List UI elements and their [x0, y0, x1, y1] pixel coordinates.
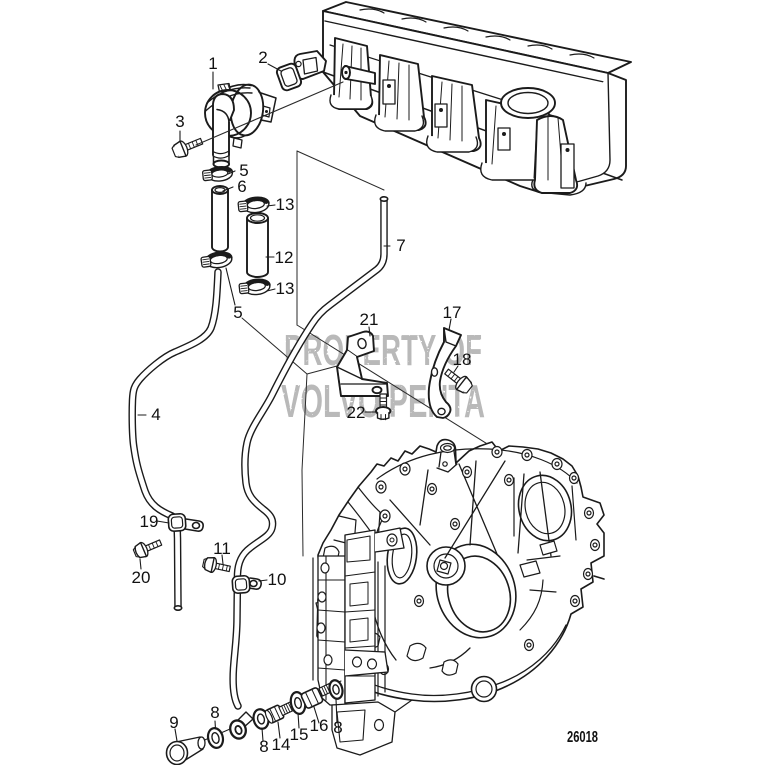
svg-text:16: 16	[310, 716, 329, 735]
svg-text:20: 20	[132, 568, 151, 587]
svg-text:15: 15	[290, 725, 309, 744]
svg-text:21: 21	[360, 310, 379, 329]
svg-text:3: 3	[175, 112, 184, 131]
svg-text:6: 6	[237, 177, 246, 196]
svg-text:9: 9	[169, 713, 178, 732]
svg-text:2: 2	[258, 48, 267, 67]
svg-text:18: 18	[453, 350, 472, 369]
svg-text:11: 11	[213, 539, 231, 558]
svg-text:14: 14	[272, 735, 291, 754]
svg-text:13: 13	[276, 195, 295, 214]
svg-text:13: 13	[276, 279, 295, 298]
svg-text:26018: 26018	[567, 729, 598, 746]
svg-text:5: 5	[233, 303, 242, 322]
svg-text:7: 7	[396, 236, 405, 255]
svg-text:8: 8	[259, 737, 268, 756]
svg-text:12: 12	[275, 248, 294, 267]
svg-text:19: 19	[140, 512, 159, 531]
svg-text:8: 8	[210, 703, 219, 722]
svg-text:17: 17	[443, 303, 462, 322]
svg-text:22: 22	[347, 403, 366, 422]
svg-text:4: 4	[151, 405, 160, 424]
svg-text:1: 1	[208, 54, 217, 73]
svg-text:8: 8	[333, 718, 342, 737]
svg-text:5: 5	[239, 161, 248, 180]
svg-text:10: 10	[268, 570, 287, 589]
